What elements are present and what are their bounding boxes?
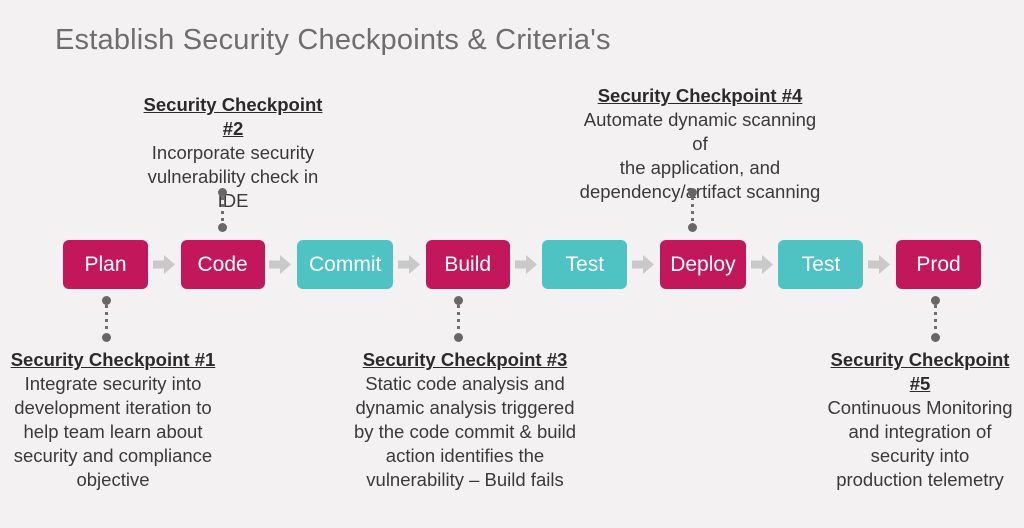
checkpoint-2-body: Incorporate security vulnerability check… (147, 142, 319, 211)
checkpoint-1: Security Checkpoint #1 Integrate securit… (2, 348, 224, 492)
connector-dot (453, 296, 463, 305)
checkpoint-3-connector (453, 296, 463, 342)
connector-dotted-line (933, 305, 937, 333)
connector-dot (101, 333, 111, 342)
connector-dotted-line (220, 197, 224, 223)
checkpoint-2: Security Checkpoint #2 Incorporate secur… (116, 93, 350, 213)
checkpoint-3-title: Security Checkpoint #3 (362, 349, 568, 370)
arrow-right-icon (627, 254, 660, 275)
stage-test-1: Test (542, 240, 628, 289)
checkpoint-1-title: Security Checkpoint #1 (10, 349, 216, 370)
stage-deploy: Deploy (659, 240, 746, 289)
stage-build: Build (425, 240, 510, 289)
checkpoint-1-body: Integrate security into development iter… (13, 373, 213, 490)
connector-dotted-line (104, 305, 108, 333)
checkpoint-3: Security Checkpoint #3 Static code analy… (327, 348, 603, 492)
stage-test-2: Test (778, 240, 864, 289)
checkpoint-4-body: Automate dynamic scanning of the applica… (579, 109, 821, 202)
arrow-right-icon (510, 254, 543, 275)
checkpoint-5-body: Continuous Monitoring and integration of… (827, 397, 1013, 490)
checkpoint-5-connector (930, 296, 940, 342)
connector-dot (687, 188, 697, 197)
arrow-right-icon (148, 254, 181, 275)
stage-commit: Commit (297, 240, 394, 289)
checkpoint-4-connector (687, 188, 697, 232)
connector-dot (217, 223, 227, 232)
connector-dotted-line (456, 305, 460, 333)
checkpoint-5: Security Checkpoint #5 Continuous Monito… (806, 348, 1024, 492)
page-title: Establish Security Checkpoints & Criteri… (55, 24, 611, 56)
arrow-right-icon (265, 254, 298, 275)
checkpoint-2-title: Security Checkpoint #2 (143, 94, 323, 139)
connector-dot (101, 296, 111, 305)
arrow-right-icon (393, 254, 426, 275)
checkpoint-5-title: Security Checkpoint #5 (830, 349, 1010, 394)
arrow-right-icon (863, 254, 896, 275)
checkpoint-2-connector (217, 188, 227, 232)
connector-dot (930, 296, 940, 305)
checkpoint-1-connector (101, 296, 111, 342)
arrow-right-icon (746, 254, 779, 275)
checkpoint-4: Security Checkpoint #4 Automate dynamic … (546, 84, 854, 204)
connector-dotted-line (690, 197, 694, 223)
connector-dot (453, 333, 463, 342)
connector-dot (687, 223, 697, 232)
checkpoint-3-body: Static code analysis and dynamic analysi… (353, 373, 577, 490)
connector-dot (930, 333, 940, 342)
stage-plan: Plan (63, 240, 148, 289)
stage-code: Code (180, 240, 265, 289)
connector-dot (217, 188, 227, 197)
checkpoint-4-title: Security Checkpoint #4 (597, 85, 803, 106)
stage-prod: Prod (896, 240, 982, 289)
pipeline: Plan Code Commit Build Test Deploy Test … (63, 240, 982, 289)
